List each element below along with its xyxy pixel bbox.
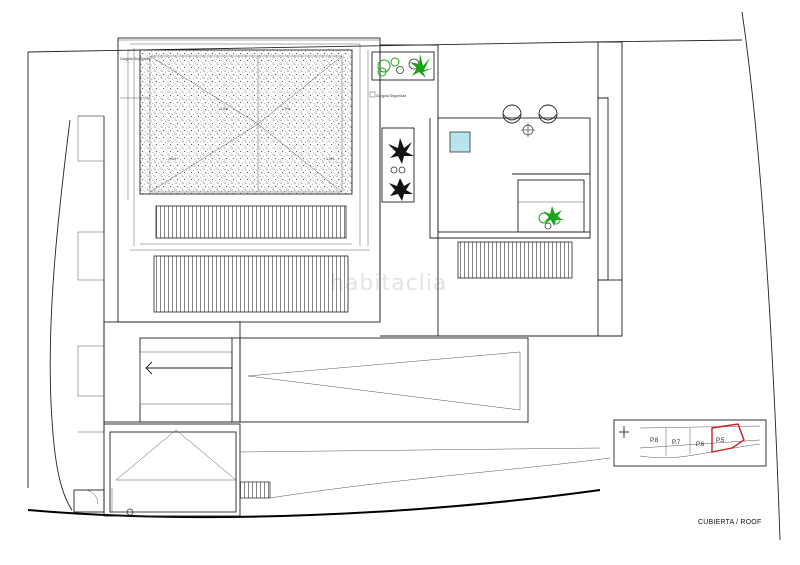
drawing-title: CUBIERTA / ROOF xyxy=(698,519,761,526)
location-key-plan: P.8 P.7 P.6 P.5 xyxy=(613,419,767,467)
lot-label: P.6 xyxy=(696,442,705,448)
gravel-roof: 1.5% 1.5% 1.5% 1.5% xyxy=(139,49,353,195)
palm-icon xyxy=(388,138,414,164)
garage-ramp xyxy=(139,337,529,423)
table-icon xyxy=(521,123,535,137)
entrance-pavilion xyxy=(103,423,601,517)
sun-lounger-icon xyxy=(538,104,558,124)
slope-label: 1.5% xyxy=(220,107,229,111)
palm-planter xyxy=(381,127,415,203)
planter-plants xyxy=(538,206,564,230)
top-planter xyxy=(371,51,435,81)
left-access-path xyxy=(49,115,105,511)
entrance-gate xyxy=(73,457,611,516)
lot-label: P.8 xyxy=(650,438,659,444)
pool xyxy=(449,131,471,153)
gargola-label-left: Gárgola Seguridad xyxy=(120,57,150,61)
dimension-lines xyxy=(118,39,380,251)
terrace xyxy=(429,104,591,239)
gargola-label-right: Gárgola Seguridad xyxy=(376,94,406,98)
slope-label: 1.5% xyxy=(326,157,335,161)
palm-icon xyxy=(389,178,413,201)
upper-stairs xyxy=(153,205,349,313)
terrace-stairs xyxy=(457,241,573,279)
main-building xyxy=(103,37,623,423)
lot-label: P.7 xyxy=(672,440,681,446)
lot-label-highlighted: P.5 xyxy=(716,438,725,444)
slope-label: 1.5% xyxy=(282,107,291,111)
slope-label: 1.5% xyxy=(168,157,177,161)
north-arrow-icon xyxy=(619,426,629,438)
gargola-marker xyxy=(369,91,376,98)
watermark-text: habitaclia xyxy=(330,271,447,296)
sun-lounger-icon xyxy=(502,104,522,124)
